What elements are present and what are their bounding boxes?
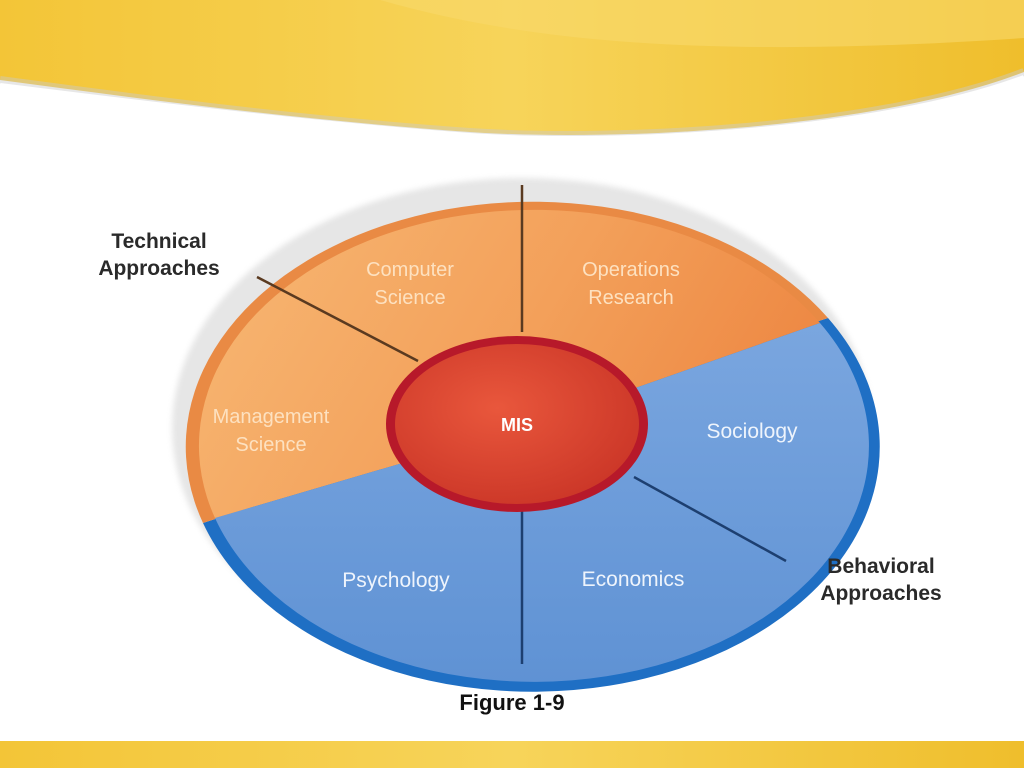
segment-management-science: Management Science xyxy=(213,406,330,456)
segment-label: Psychology xyxy=(342,569,450,592)
segment-economics: Economics xyxy=(582,568,685,591)
group-label-line: Approaches xyxy=(98,257,220,280)
segment-label: Science xyxy=(374,287,445,309)
approaches-wheel xyxy=(172,178,880,692)
mis-center xyxy=(386,336,648,512)
group-label-line: Technical xyxy=(111,230,207,253)
segment-label: Operations xyxy=(582,259,680,281)
segment-label: Research xyxy=(588,287,674,309)
bottom-banner xyxy=(0,741,1024,768)
segment-computer-science: Computer Science xyxy=(366,259,454,309)
segment-psychology: Psychology xyxy=(342,569,450,592)
top-banner xyxy=(0,0,1024,142)
group-label-line: Behavioral xyxy=(827,555,935,578)
technical-approaches-label: Technical Approaches xyxy=(84,228,234,282)
segment-label: Science xyxy=(235,434,306,456)
segment-label: Economics xyxy=(582,568,685,591)
mis-label: MIS xyxy=(501,415,533,435)
figure-caption: Figure 1-9 xyxy=(459,690,565,715)
behavioral-approaches-label: Behavioral Approaches xyxy=(806,553,956,607)
segment-sociology: Sociology xyxy=(706,420,798,443)
segment-label: Computer xyxy=(366,259,454,281)
segment-label: Management xyxy=(213,406,330,428)
segment-operations-research: Operations Research xyxy=(582,259,680,309)
segment-label: Sociology xyxy=(706,420,798,443)
group-label-line: Approaches xyxy=(820,582,942,605)
